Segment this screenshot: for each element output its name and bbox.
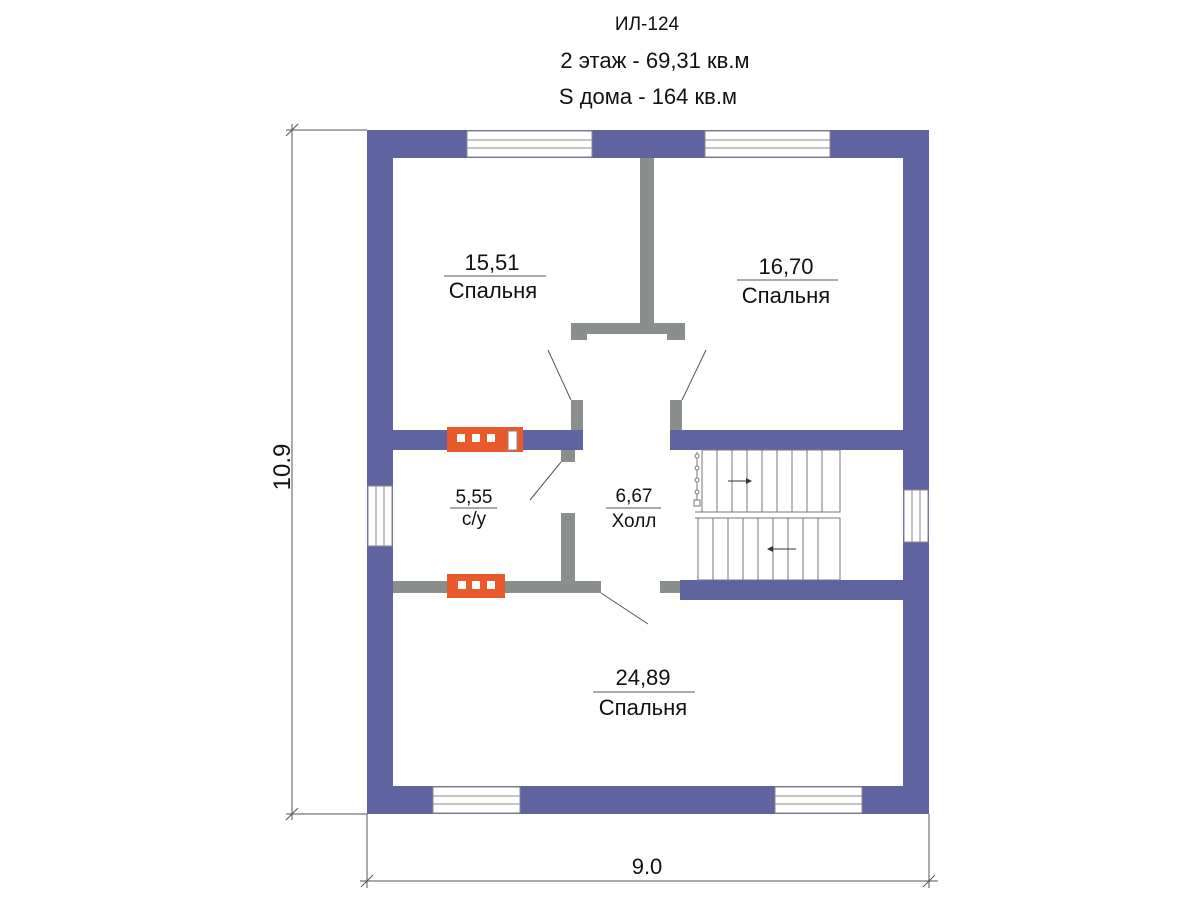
- wall-bath-right: [561, 513, 575, 583]
- door-jamb-right: [670, 400, 682, 430]
- room-bedroom-top-right: 16,70 Спальня: [737, 254, 838, 308]
- wall-upper-partition-right: [670, 430, 929, 450]
- stair-flight-upper: [701, 449, 841, 513]
- door-jamb-bath: [561, 450, 575, 462]
- house-area: S дома - 164 кв.м: [559, 84, 737, 109]
- project-code: ИЛ-124: [615, 14, 680, 35]
- wall-right: [903, 130, 929, 814]
- dimension-width: [360, 814, 938, 888]
- room-area: 15,51: [464, 250, 519, 275]
- room-area: 6,67: [616, 486, 653, 507]
- dimension-height: [285, 123, 367, 821]
- interior-walls: [393, 158, 685, 593]
- door-swing-bedroom-right: [681, 349, 707, 401]
- dimension-height-label: 10.9: [269, 444, 296, 491]
- dimension-width-label: 9.0: [632, 854, 663, 879]
- room-bedroom-top-left: 15,51 Спальня: [444, 250, 546, 303]
- door-swing-bedroom-left: [547, 349, 572, 401]
- room-area: 5,55: [456, 487, 493, 508]
- window-top-left: [466, 130, 593, 158]
- door-swings: [529, 349, 707, 625]
- room-name: с/у: [462, 509, 487, 530]
- window-bottom-left: [432, 786, 521, 814]
- radiator-lower: [447, 574, 505, 598]
- room-bedroom-bottom: 24,89 Спальня: [593, 665, 695, 720]
- window-right: [903, 489, 929, 543]
- door-jamb-left: [571, 400, 583, 430]
- room-hall: 6,67 Холл: [606, 486, 661, 532]
- door-swing-bathroom: [529, 461, 562, 501]
- room-area: 16,70: [758, 254, 813, 279]
- stair-arrow-down: [767, 546, 796, 552]
- door-swing-bedroom-bottom: [600, 592, 649, 625]
- windows: [367, 130, 929, 814]
- wall-left: [367, 130, 393, 814]
- wall-bedrooms-divider: [640, 158, 654, 323]
- room-name: Спальня: [449, 278, 537, 303]
- radiator-upper: [447, 427, 523, 452]
- room-name: Спальня: [599, 695, 687, 720]
- stair-steps-lower: [712, 518, 819, 580]
- room-name: Спальня: [742, 283, 830, 308]
- room-bathroom: 5,55 с/у: [450, 487, 497, 530]
- floor-area: 2 этаж - 69,31 кв.м: [560, 48, 749, 73]
- stair-railing-posts: [693, 453, 701, 507]
- room-name: Холл: [612, 511, 657, 532]
- window-top-right: [704, 130, 831, 158]
- window-bottom-right: [774, 786, 863, 814]
- door-jamb-bottom: [660, 581, 680, 593]
- wall-stair-lower: [680, 580, 929, 600]
- staircase: [693, 449, 841, 581]
- room-area: 24,89: [615, 665, 670, 690]
- stair-arrow-up: [728, 478, 752, 484]
- window-left: [367, 485, 393, 547]
- wall-top: [367, 130, 929, 158]
- wall-wardrobe-block: [571, 323, 685, 340]
